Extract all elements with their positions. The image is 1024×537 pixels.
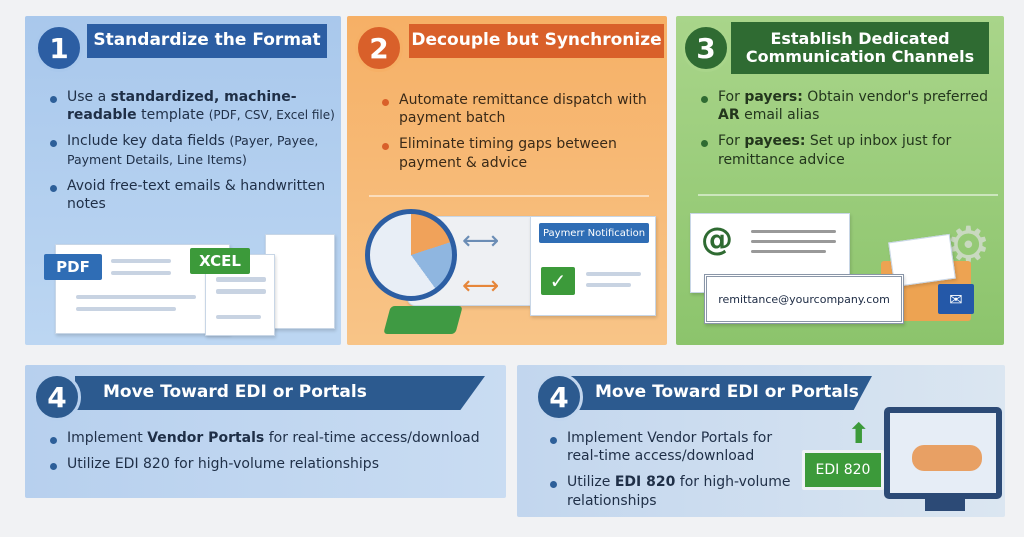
checkmark-icon: ✓ [541, 267, 575, 295]
payment-notification-card: Paymerr Notification ✓ [530, 216, 656, 316]
bullet-list: Use a standardized, machine-readable tem… [45, 88, 341, 221]
upload-arrow-icon: ⬆ [847, 417, 871, 450]
bullet-item: Automate remittance dispatch with paymen… [377, 91, 657, 127]
mail-icon: ✉ [938, 284, 974, 314]
bullet-item: Utilize EDI 820 for high-volume relation… [545, 473, 795, 509]
bullet-list: Implement Vendor Portals for real-time a… [545, 429, 795, 517]
money-stack-icon [383, 306, 463, 334]
panel-decouple-synchronize: Decouple but Synchronize 2 Automate remi… [347, 16, 667, 345]
clock-icon [365, 209, 457, 301]
bullet-item: Eliminate timing gaps between payment & … [377, 135, 657, 171]
step-number-badge: 2 [355, 24, 403, 72]
bullet-item: Include key data fields (Payer, Payee, P… [45, 132, 341, 168]
notification-header: Paymerr Notification [539, 223, 649, 243]
step-number-badge: 4 [33, 373, 81, 421]
edi-820-badge: EDI 820 [802, 450, 884, 490]
step-number-badge: 4 [535, 373, 583, 421]
panel-title: Move Toward EDI or Portals [75, 376, 485, 410]
bullet-list: Automate remittance dispatch with paymen… [377, 91, 657, 180]
pdf-badge: PDF [44, 254, 102, 280]
panel-title: Decouple but Synchronize [409, 24, 664, 58]
step-number-badge: 1 [35, 24, 83, 72]
bullet-item: Avoid free-text emails & handwritten not… [45, 177, 341, 213]
at-symbol-icon: @ [701, 220, 733, 258]
bullet-item: Implement Vendor Portals for real-time a… [45, 429, 495, 447]
sync-arrows-icon: ⟷ [462, 271, 500, 301]
document-icon [265, 234, 335, 329]
panel-title: Standardize the Format [87, 24, 327, 58]
panel-edi-portals-illustrated: Move Toward EDI or Portals 4 Implement V… [517, 365, 1005, 517]
handshake-icon [912, 445, 982, 471]
bullet-list: For payers: Obtain vendor's preferred AR… [696, 88, 996, 177]
bullet-item: Use a standardized, machine-readable tem… [45, 88, 341, 124]
bullet-item: Utilize EDI 820 for high-volume relation… [45, 455, 495, 473]
bullet-item: For payers: Obtain vendor's preferred AR… [696, 88, 996, 124]
panel-standardize-format: Standardize the Format 1 Use a standardi… [25, 16, 341, 345]
email-address-field: remittance@yourcompany.com [704, 274, 904, 324]
bullet-list: Implement Vendor Portals for real-time a… [45, 429, 495, 481]
panel-edi-portals: Move Toward EDI or Portals 4 Implement V… [25, 365, 506, 498]
excel-badge: XCEL [190, 248, 250, 274]
sync-arrows-icon: ⟷ [462, 226, 500, 256]
bullet-item: Implement Vendor Portals for real-time a… [545, 429, 795, 465]
panel-title: Move Toward EDI or Portals [567, 376, 872, 410]
bullet-item: For payees: Set up inbox just for remitt… [696, 132, 996, 168]
step-number-badge: 3 [682, 24, 730, 72]
